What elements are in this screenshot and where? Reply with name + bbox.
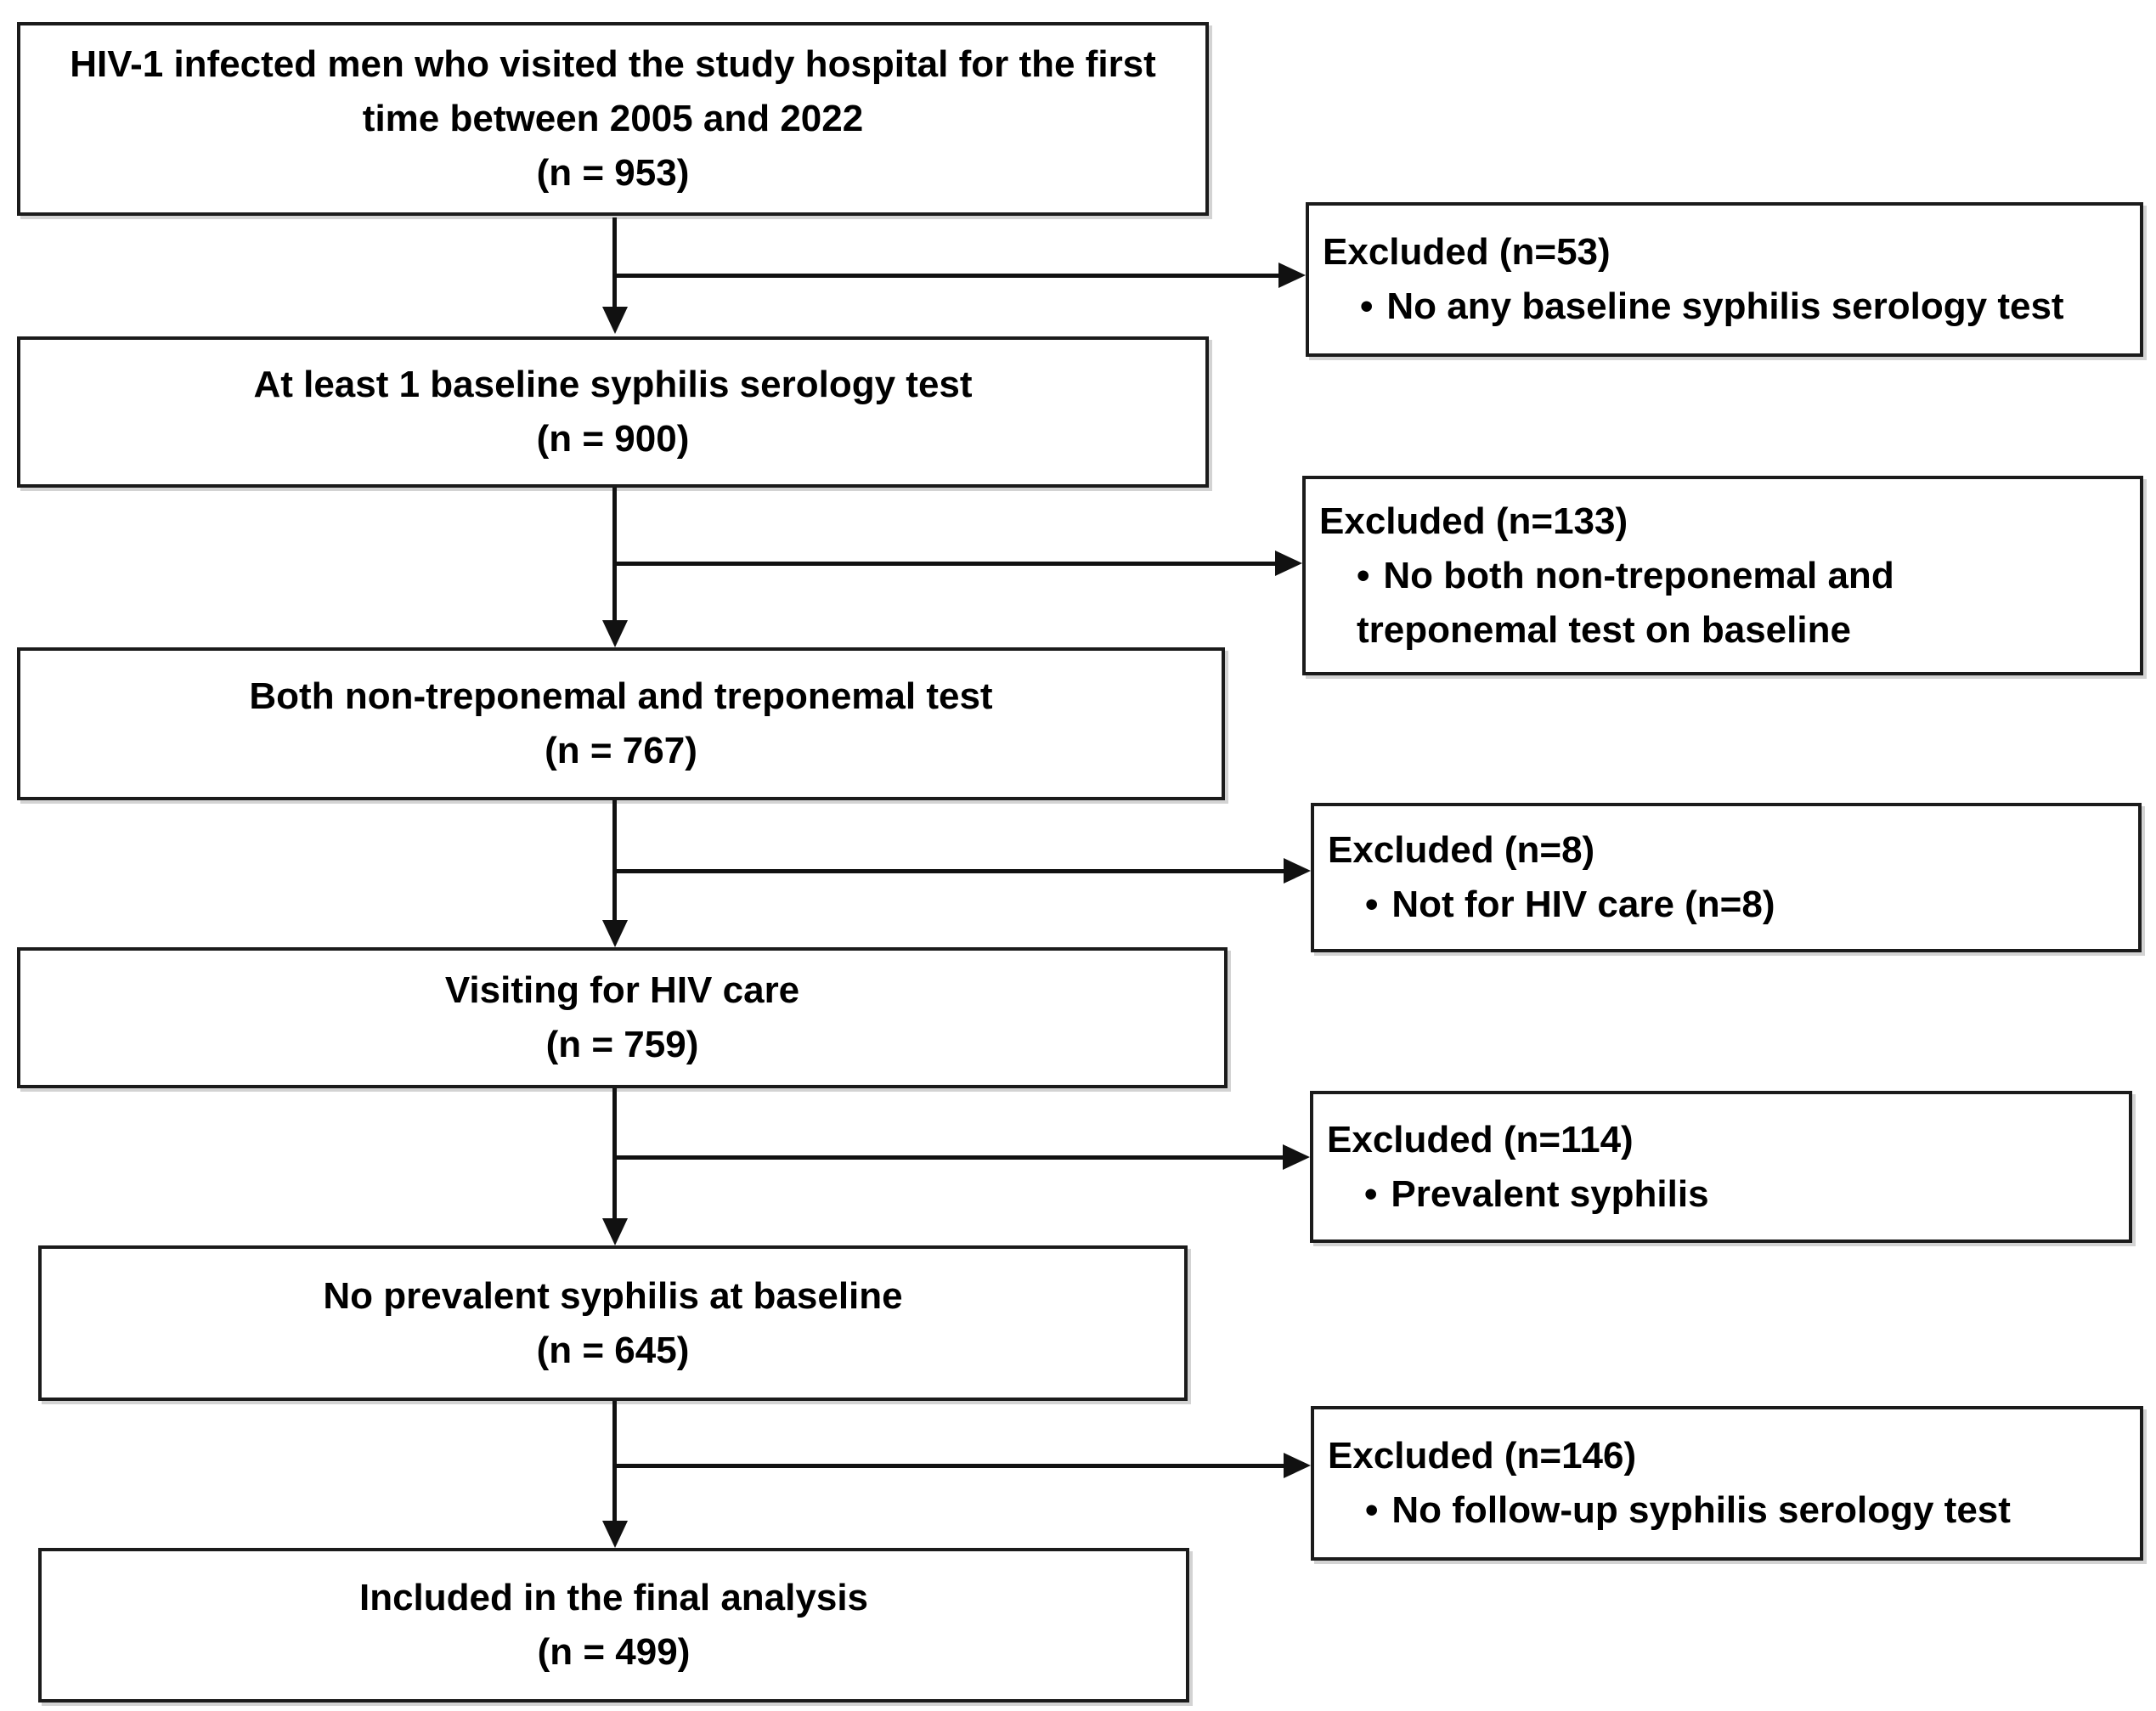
arrow-line-branch-3 — [614, 869, 1284, 873]
exclusion-bullet-text: No both non-treponemal and treponemal te… — [1357, 554, 1894, 651]
exclusion-title: Excluded (n=146) — [1328, 1435, 1637, 1477]
down-arrowhead-icon — [602, 1218, 628, 1245]
exclusion-title: Excluded (n=8) — [1328, 829, 1595, 871]
right-arrowhead-icon — [1278, 263, 1306, 288]
exclusion-box-2: Excluded (n=133) •No both non-treponemal… — [1302, 476, 2143, 675]
exclusion-bullet: • Prevalent syphilis — [1364, 1167, 2120, 1222]
exclusion-bullet-text: No follow-up syphilis serology test — [1391, 1489, 2011, 1531]
bullet-icon: • — [1360, 285, 1374, 327]
flow-step-n: (n = 645) — [536, 1329, 690, 1371]
exclusion-bullet: • No follow-up syphilis serology test — [1365, 1483, 2131, 1538]
bullet-icon: • — [1365, 1489, 1379, 1531]
arrow-line-branch-2 — [614, 562, 1275, 566]
exclusion-bullet: • No any baseline syphilis serology test — [1360, 280, 2131, 334]
exclusion-box-1: Excluded (n=53) • No any baseline syphili… — [1306, 202, 2143, 357]
exclusion-box-4: Excluded (n=114) • Prevalent syphilis — [1310, 1091, 2132, 1243]
bullet-icon: • — [1357, 554, 1370, 596]
bullet-icon: • — [1365, 884, 1379, 925]
arrow-line-vertical-3 — [612, 800, 617, 922]
flow-step-n: (n = 953) — [536, 152, 690, 194]
flow-step-text: HIV-1 infected men who visited the study… — [70, 43, 1156, 85]
exclusion-box-3: Excluded (n=8) • Not for HIV care (n=8) — [1311, 803, 2142, 952]
flow-step-box-hiv-care: Visiting for HIV care (n = 759) — [17, 947, 1228, 1088]
exclusion-title: Excluded (n=133) — [1319, 500, 1628, 542]
flow-step-box-final-analysis: Included in the final analysis (n = 499) — [38, 1548, 1189, 1703]
exclusion-box-5: Excluded (n=146) • No follow-up syphilis … — [1311, 1406, 2143, 1561]
flow-step-n: (n = 767) — [545, 730, 697, 771]
flow-step-text: time between 2005 and 2022 — [362, 98, 864, 139]
down-arrowhead-icon — [602, 920, 628, 947]
flow-step-box-population: HIV-1 infected men who visited the study… — [17, 22, 1209, 216]
arrow-line-branch-1 — [614, 274, 1278, 278]
flow-step-box-baseline-test: At least 1 baseline syphilis serology te… — [17, 336, 1209, 488]
exclusion-bullet: •No both non-treponemal and treponemal t… — [1357, 549, 2087, 658]
bullet-icon: • — [1364, 1172, 1378, 1215]
down-arrowhead-icon — [602, 1521, 628, 1548]
arrow-line-branch-5 — [614, 1464, 1284, 1468]
arrow-line-vertical-1 — [612, 217, 617, 308]
arrow-line-branch-4 — [614, 1155, 1283, 1160]
flow-step-text: Visiting for HIV care — [444, 969, 800, 1011]
exclusion-bullet-text: No any baseline syphilis serology test — [1386, 285, 2064, 327]
flow-step-box-both-tests: Both non-treponemal and treponemal test … — [17, 647, 1225, 800]
down-arrowhead-icon — [602, 307, 628, 334]
exclusion-title: Excluded (n=114) — [1327, 1118, 1634, 1160]
flow-step-box-no-prevalent-syphilis: No prevalent syphilis at baseline (n = 6… — [38, 1245, 1188, 1401]
flow-step-text: No prevalent syphilis at baseline — [323, 1274, 903, 1317]
right-arrowhead-icon — [1284, 1453, 1311, 1478]
right-arrowhead-icon — [1275, 551, 1302, 576]
exclusion-bullet: • Not for HIV care (n=8) — [1365, 878, 2130, 932]
arrow-line-vertical-4 — [612, 1088, 617, 1220]
right-arrowhead-icon — [1283, 1144, 1310, 1170]
arrow-line-vertical-5 — [612, 1401, 617, 1522]
exclusion-bullet-text: Not for HIV care (n=8) — [1391, 884, 1775, 925]
flow-step-n: (n = 759) — [545, 1024, 699, 1065]
right-arrowhead-icon — [1284, 858, 1311, 884]
flow-step-n: (n = 499) — [537, 1631, 691, 1673]
flow-step-n: (n = 900) — [536, 418, 690, 460]
flow-step-text: Included in the final analysis — [358, 1577, 869, 1618]
down-arrowhead-icon — [602, 620, 628, 647]
exclusion-title: Excluded (n=53) — [1323, 231, 1611, 273]
flow-step-text: Both non-treponemal and treponemal test — [249, 675, 993, 717]
flow-step-text: At least 1 baseline syphilis serology te… — [253, 364, 973, 405]
exclusion-bullet-text: Prevalent syphilis — [1391, 1172, 1709, 1215]
arrow-line-vertical-2 — [612, 488, 617, 622]
